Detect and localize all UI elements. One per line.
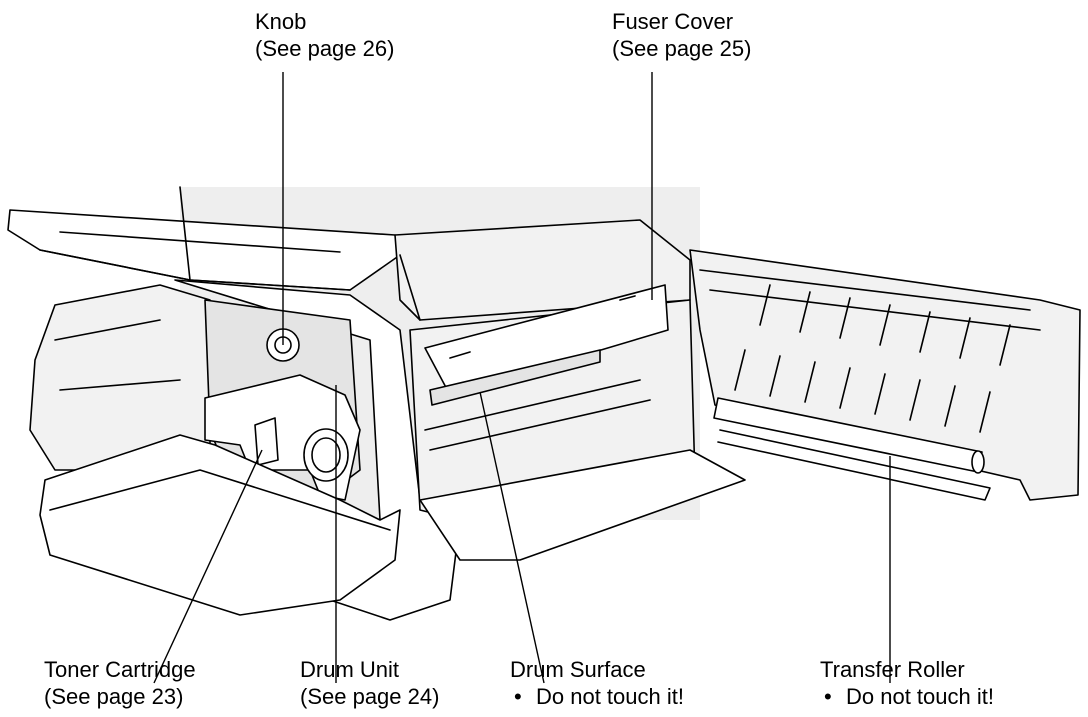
fuser-cover-callout: Fuser Cover (See page 25) (612, 8, 751, 62)
knob-label: Knob (255, 9, 307, 34)
knob-callout: Knob (See page 26) (255, 8, 394, 62)
front-tray (39, 434, 401, 616)
transfer-roller-warning: Do not touch it! (820, 683, 994, 710)
drum-unit-page-ref: (See page 24) (300, 684, 440, 709)
toner-cartridge-page-ref: (See page 23) (44, 684, 184, 709)
drum-unit-callout: Drum Unit (See page 24) (300, 656, 439, 710)
fuser-cover-label: Fuser Cover (612, 9, 734, 34)
toner-cartridge-callout: Toner Cartridge (See page 23) (44, 656, 196, 710)
transfer-roller-callout: Transfer Roller Do not touch it! (820, 656, 994, 710)
drum-surface-shape (429, 349, 601, 406)
transfer-roller-label: Transfer Roller (820, 657, 965, 682)
fuser-cover-shape (424, 284, 669, 396)
knob-page-ref: (See page 26) (255, 36, 395, 61)
drum-surface-leader (479, 391, 545, 684)
drum-surface-callout: Drum Surface Do not touch it! (510, 656, 684, 710)
fuser-cover-page-ref: (See page 25) (612, 36, 752, 61)
drum-surface-warning: Do not touch it! (510, 683, 684, 710)
drum-unit-label: Drum Unit (300, 657, 400, 682)
toner-cartridge-label: Toner Cartridge (44, 657, 196, 682)
lower-tray (419, 449, 746, 561)
drum-surface-label: Drum Surface (510, 657, 646, 682)
toner-cartridge-leader (153, 449, 263, 684)
